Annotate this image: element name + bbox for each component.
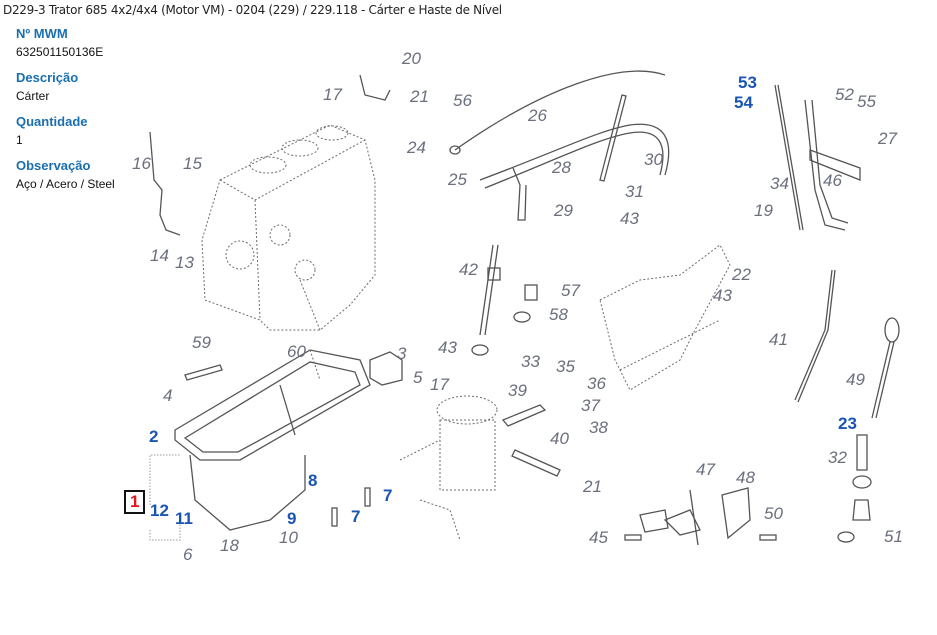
observation-label: Observação xyxy=(16,158,91,173)
exploded-parts-diagram: 20 21 17 16 15 14 13 56 26 24 25 28 29 3… xyxy=(120,40,937,600)
part-number-value: 632501150136E xyxy=(16,45,104,59)
page-title: D229-3 Trator 685 4x2/4x4 (Motor VM) - 0… xyxy=(3,3,502,17)
callout-53[interactable]: 53 xyxy=(738,73,757,92)
callout-59[interactable]: 59 xyxy=(192,333,211,352)
callout-22[interactable]: 22 xyxy=(732,265,751,284)
callout-7b[interactable]: 7 xyxy=(383,486,393,505)
callout-20[interactable]: 20 xyxy=(402,49,421,68)
observation-value: Aço / Acero / Steel xyxy=(16,177,115,191)
callout-39[interactable]: 39 xyxy=(508,381,527,400)
part-info-panel: Nº MWM 632501150136E Descrição Cárter Qu… xyxy=(16,26,146,202)
callout-34[interactable]: 34 xyxy=(770,174,789,193)
callout-41[interactable]: 41 xyxy=(769,330,788,349)
part-number-label: Nº MWM xyxy=(16,26,68,41)
callout-24[interactable]: 24 xyxy=(407,138,426,157)
callout-15[interactable]: 15 xyxy=(183,154,202,173)
engine-block-drawing xyxy=(201,124,376,331)
callout-55[interactable]: 55 xyxy=(857,92,876,111)
callout-9[interactable]: 9 xyxy=(287,509,297,528)
callout-37[interactable]: 37 xyxy=(581,396,600,415)
callout-21b[interactable]: 21 xyxy=(583,477,602,496)
callout-33[interactable]: 33 xyxy=(521,352,540,371)
callout-43a[interactable]: 43 xyxy=(620,209,639,228)
description-label: Descrição xyxy=(16,70,79,85)
callout-27[interactable]: 27 xyxy=(878,129,897,148)
callout-48[interactable]: 48 xyxy=(736,468,755,487)
callout-51[interactable]: 51 xyxy=(884,527,903,546)
callout-46[interactable]: 46 xyxy=(823,171,842,190)
callout-45[interactable]: 45 xyxy=(589,528,608,547)
callout-35[interactable]: 35 xyxy=(556,357,575,376)
callout-3[interactable]: 3 xyxy=(397,344,407,363)
callout-25[interactable]: 25 xyxy=(448,170,467,189)
callout-30[interactable]: 30 xyxy=(644,150,663,169)
callout-5[interactable]: 5 xyxy=(413,368,423,387)
callout-60[interactable]: 60 xyxy=(287,342,306,361)
quantity-value: 1 xyxy=(16,133,23,147)
callout-38[interactable]: 38 xyxy=(589,418,608,437)
callout-58[interactable]: 58 xyxy=(549,305,568,324)
callout-4[interactable]: 4 xyxy=(163,386,173,405)
quantity-label: Quantidade xyxy=(16,114,88,129)
callout-10[interactable]: 10 xyxy=(279,528,298,547)
callout-6[interactable]: 6 xyxy=(183,545,193,564)
callout-26[interactable]: 26 xyxy=(528,106,547,125)
oil-pan-drawing xyxy=(174,349,371,531)
callout-36[interactable]: 36 xyxy=(587,374,606,393)
callout-31[interactable]: 31 xyxy=(625,182,644,201)
callout-40[interactable]: 40 xyxy=(550,429,569,448)
callout-43c[interactable]: 43 xyxy=(438,338,457,357)
callout-57[interactable]: 57 xyxy=(561,281,580,300)
callout-13[interactable]: 13 xyxy=(175,253,194,272)
callout-8[interactable]: 8 xyxy=(308,471,318,490)
callout-56[interactable]: 56 xyxy=(453,91,472,110)
callout-11[interactable]: 11 xyxy=(175,509,193,528)
callout-17[interactable]: 17 xyxy=(323,85,342,104)
callout-52[interactable]: 52 xyxy=(835,85,854,104)
callout-29[interactable]: 29 xyxy=(554,201,573,220)
callout-42[interactable]: 42 xyxy=(459,260,478,279)
callout-2[interactable]: 2 xyxy=(149,427,159,446)
callout-54[interactable]: 54 xyxy=(734,93,753,112)
callout-17b[interactable]: 17 xyxy=(430,375,449,394)
callout-32[interactable]: 32 xyxy=(828,448,847,467)
diagram-artwork xyxy=(149,70,900,546)
description-value: Cárter xyxy=(16,89,50,103)
callout-7a[interactable]: 7 xyxy=(351,507,361,526)
callout-1-selected[interactable]: 1 xyxy=(124,490,146,514)
callout-16[interactable]: 16 xyxy=(132,154,151,173)
callout-49[interactable]: 49 xyxy=(846,370,865,389)
callout-19[interactable]: 19 xyxy=(754,201,773,220)
callout-14[interactable]: 14 xyxy=(150,246,169,265)
callout-50[interactable]: 50 xyxy=(764,504,783,523)
callout-43b[interactable]: 43 xyxy=(713,286,732,305)
callout-23[interactable]: 23 xyxy=(838,414,857,433)
callout-47[interactable]: 47 xyxy=(696,460,715,479)
callout-18[interactable]: 18 xyxy=(220,536,239,555)
callout-12[interactable]: 12 xyxy=(150,501,169,520)
callout-28[interactable]: 28 xyxy=(552,158,571,177)
callout-21[interactable]: 21 xyxy=(410,87,429,106)
